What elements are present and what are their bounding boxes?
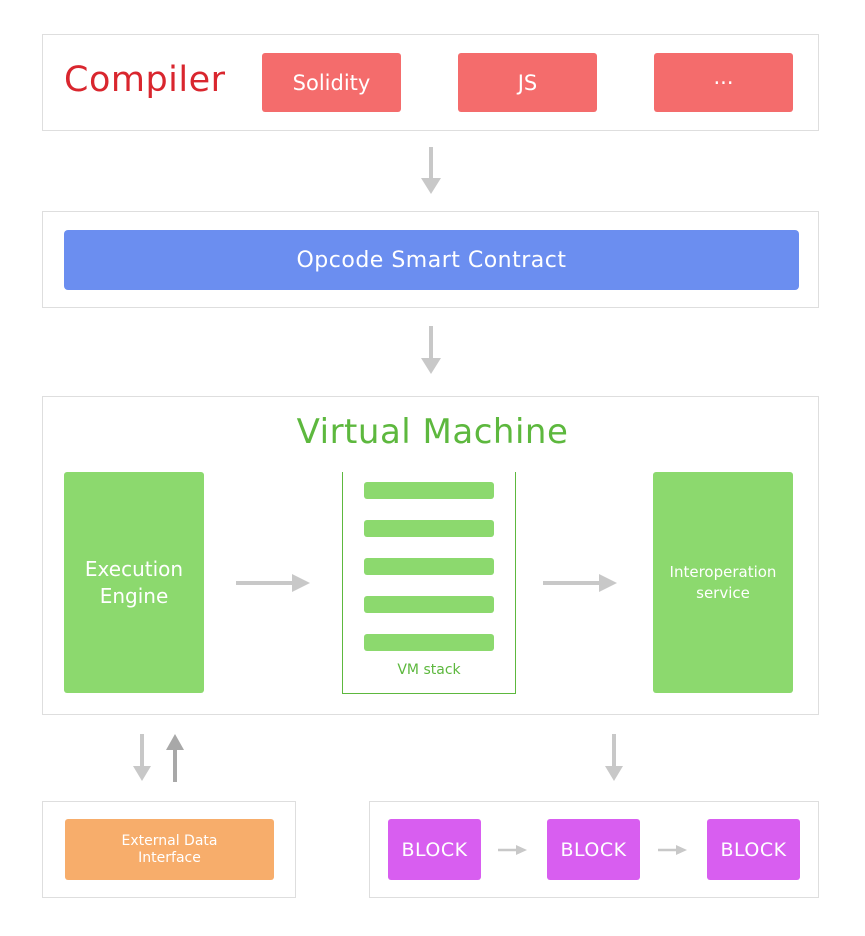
compiler-chip-js: JS [458,53,597,112]
interoperation-service-box: Interoperation service [653,472,793,693]
vm-stack-slot [364,482,494,499]
vm-stack-slot [364,520,494,537]
arrow-right-icon [498,845,527,855]
compiler-chip-more: ··· [654,53,793,112]
compiler-chip-solidity: Solidity [262,53,401,112]
arrow-down-icon [133,734,151,781]
arrow-down-icon [605,734,623,781]
arrow-right-icon [236,574,310,592]
compiler-title: Compiler [64,60,226,100]
vm-stack-slot [364,558,494,575]
vm-stack-label: VM stack [397,662,461,678]
block-1: BLOCK [388,819,481,880]
vm-stack-frame [342,472,516,694]
execution-engine-box: Execution Engine [64,472,204,693]
arrow-down-icon [421,147,441,194]
opcode-smart-contract-bar: Opcode Smart Contract [64,230,799,290]
arrow-right-icon [543,574,617,592]
vm-stack-slot [364,634,494,651]
arrow-up-icon [166,734,184,782]
block-2: BLOCK [547,819,640,880]
external-data-interface-box: External Data Interface [65,819,274,880]
virtual-machine-title: Virtual Machine [296,412,569,452]
arrow-right-icon [658,845,687,855]
vm-stack-slot [364,596,494,613]
arrow-down-icon [421,326,441,374]
block-3: BLOCK [707,819,800,880]
